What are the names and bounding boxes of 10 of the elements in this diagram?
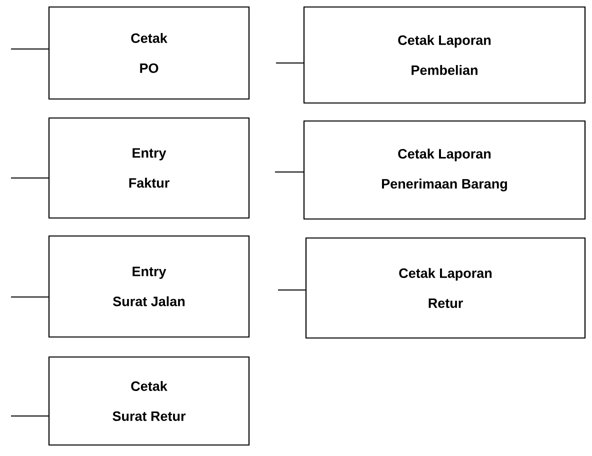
process-box: Cetak PO xyxy=(48,6,250,100)
process-box: Entry Surat Jalan xyxy=(48,235,250,338)
process-box: Cetak Laporan Pembelian xyxy=(303,6,586,104)
connector-line xyxy=(10,296,49,298)
process-box: Cetak Laporan Retur xyxy=(305,237,586,339)
connector-line xyxy=(276,62,304,64)
process-box: Cetak Laporan Penerimaan Barang xyxy=(303,120,586,220)
connector-line xyxy=(10,48,49,50)
process-box: Entry Faktur xyxy=(48,117,250,219)
process-box: Cetak Surat Retur xyxy=(48,356,250,446)
